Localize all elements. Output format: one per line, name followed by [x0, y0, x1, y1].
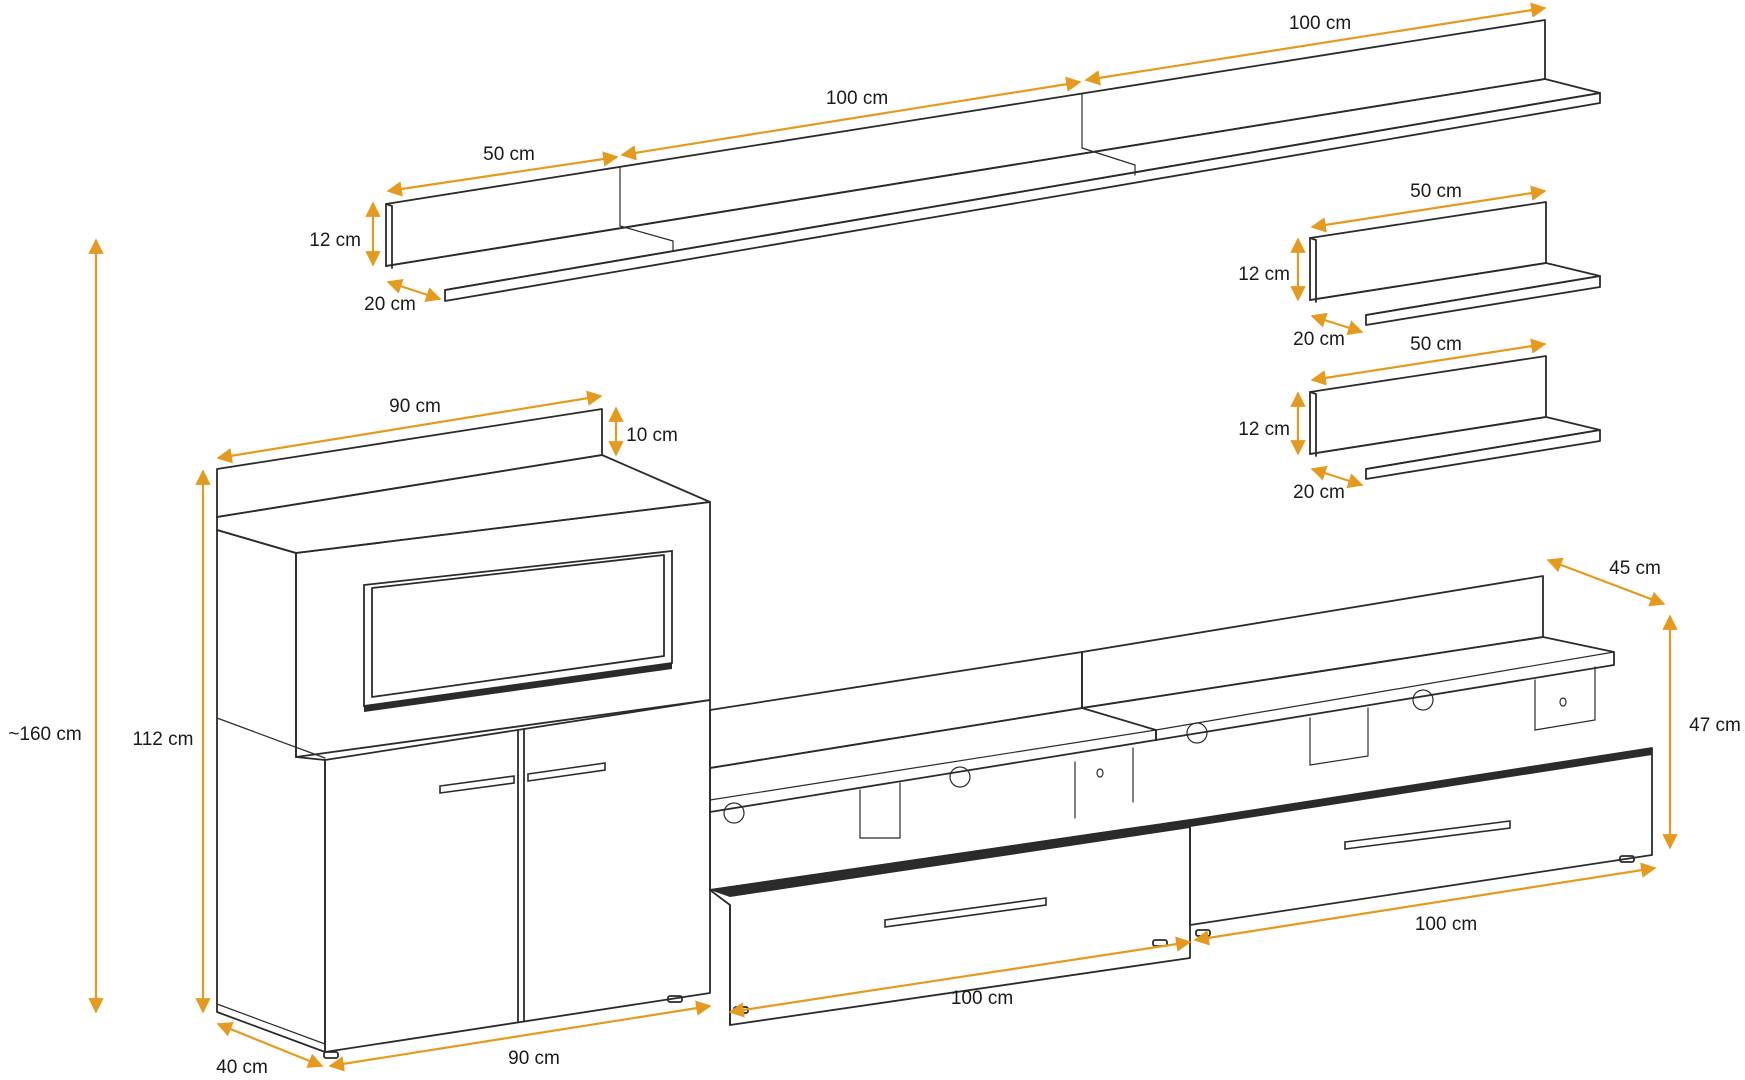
label-cabinet-height: 112 cm: [133, 729, 194, 750]
dim-line-top-100-right: [1084, 2, 1547, 86]
dim-line-top-20: [386, 278, 442, 303]
dim-line-tv-100-left: [728, 936, 1192, 1018]
dim-line-cabinet-90-bottom: [328, 1000, 712, 1072]
label-small-shelf-2-height: 12 cm: [1238, 419, 1290, 440]
label-tv-height: 47 cm: [1689, 715, 1741, 736]
dim-line-tv-45: [1546, 557, 1666, 607]
label-top-shelf-long-mid: 100 cm: [826, 88, 888, 109]
label-total-height: ~160 cm: [8, 724, 81, 745]
dim-line-top-100-mid: [620, 76, 1082, 161]
dim-line-tv-100-right: [1193, 862, 1657, 946]
label-small-shelf-1-height: 12 cm: [1238, 264, 1290, 285]
dim-line-s1-50: [1310, 185, 1547, 233]
tall-cabinet: [216, 408, 711, 1059]
dim-line-s2-20: [1310, 465, 1364, 489]
dim-line-top-50: [386, 151, 619, 197]
label-cabinet-depth: 40 cm: [216, 1057, 268, 1078]
label-top-shelf-height: 12 cm: [309, 230, 361, 251]
label-small-shelf-2-width: 50 cm: [1410, 334, 1462, 355]
label-small-shelf-1-depth: 20 cm: [1293, 329, 1345, 350]
label-top-shelf-depth: 20 cm: [364, 294, 416, 315]
long-wall-shelf: [385, 19, 1601, 302]
label-cabinet-backboard-height: 10 cm: [626, 425, 678, 446]
label-tv-depth: 45 cm: [1609, 558, 1661, 579]
label-tv-left-width: 100 cm: [951, 988, 1013, 1009]
label-cabinet-top-width: 90 cm: [389, 396, 441, 417]
label-cabinet-bottom-width: 90 cm: [508, 1048, 560, 1069]
dim-line-cabinet-90-top: [216, 390, 603, 464]
tv-stand: [709, 575, 1653, 1026]
dim-line-s2-50: [1310, 338, 1547, 386]
label-tv-right-width: 100 cm: [1415, 914, 1477, 935]
dim-line-cabinet-40: [216, 1022, 324, 1068]
dim-line-s1-20: [1310, 312, 1364, 336]
label-top-shelf-long-right: 100 cm: [1289, 13, 1351, 34]
dimension-lines: [88, 2, 1678, 1072]
label-small-shelf-1-width: 50 cm: [1410, 181, 1462, 202]
label-small-shelf-2-depth: 20 cm: [1293, 482, 1345, 503]
dimension-labels: 100 cm 100 cm 50 cm 12 cm 20 cm 50 cm 12…: [8, 13, 1741, 1078]
label-top-shelf-short: 50 cm: [483, 144, 535, 165]
